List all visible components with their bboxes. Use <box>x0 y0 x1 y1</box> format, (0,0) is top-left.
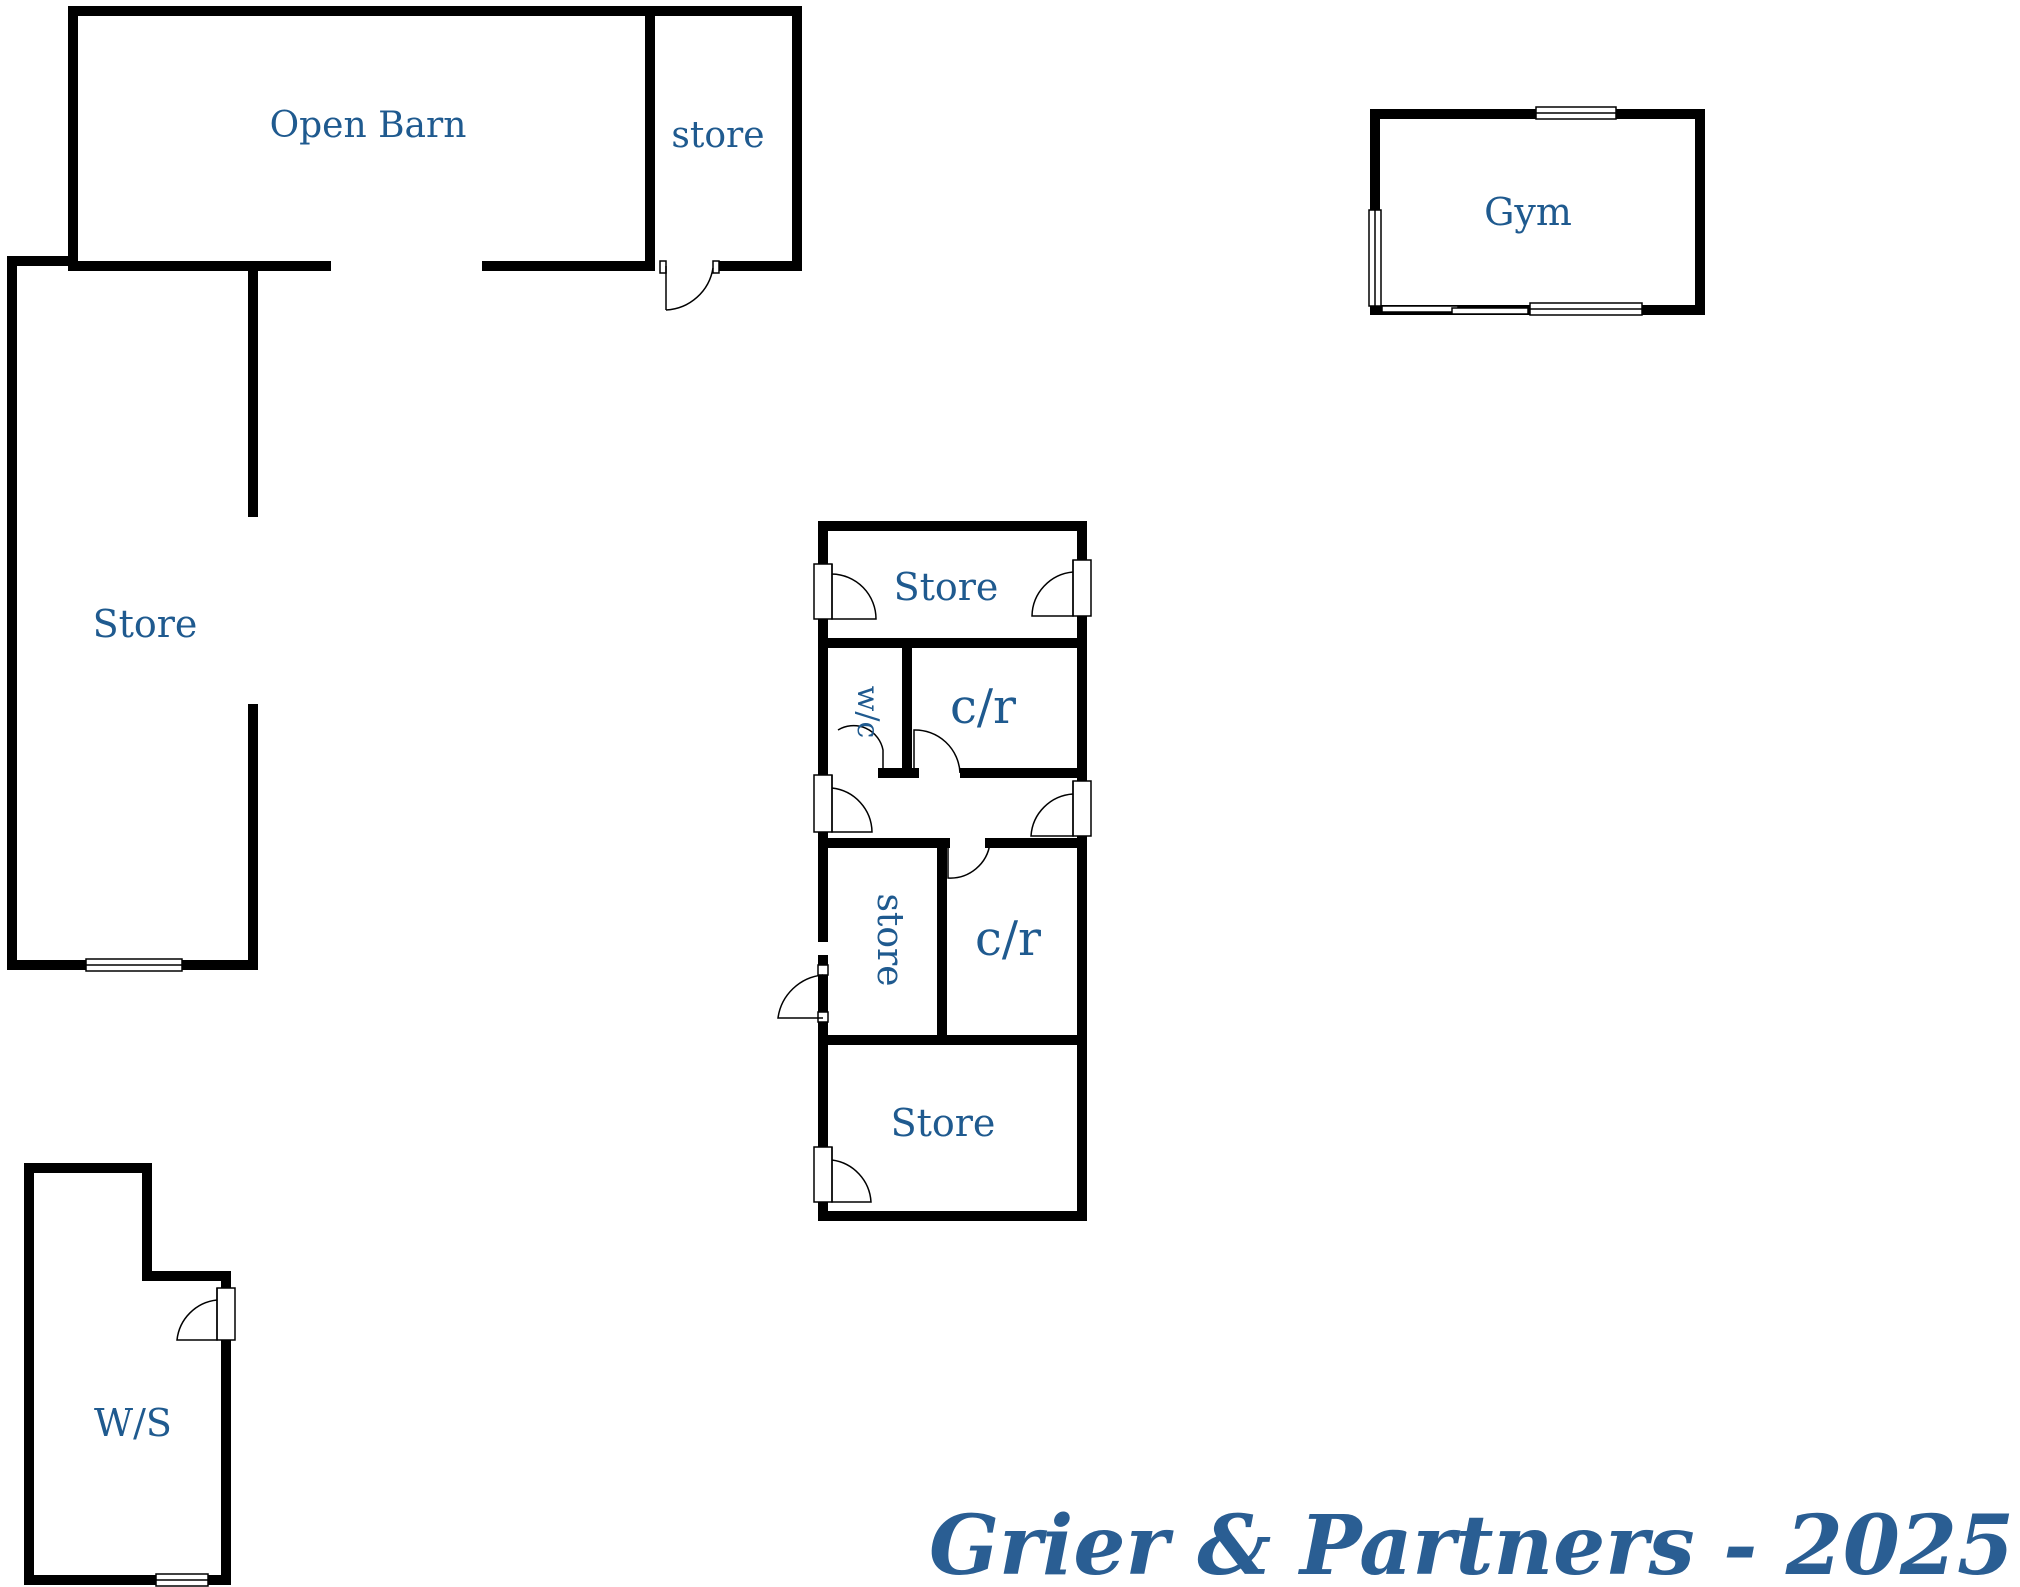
long-store-walls <box>7 256 258 970</box>
cr-upper-door[interactable] <box>913 729 961 774</box>
open-barn-walls <box>68 6 802 271</box>
block-store-vertical-label: store <box>869 893 910 986</box>
cr-lower-door[interactable] <box>947 842 991 879</box>
gym-sliding-door[interactable] <box>1381 305 1529 315</box>
central-block: Store w/c c/r store c/r Store <box>777 521 1092 1221</box>
wc-label: w/c <box>850 686 885 739</box>
block-store-bottom-label: Store <box>891 1101 996 1145</box>
barn-store-label: store <box>671 115 764 156</box>
gym-label: Gym <box>1484 190 1572 234</box>
workshop-door[interactable] <box>176 1287 236 1341</box>
long-store-window <box>85 958 183 972</box>
workshop-window <box>155 1573 209 1587</box>
open-barn-building: Open Barn store <box>68 6 802 311</box>
long-store-building: Store <box>7 256 325 972</box>
long-store-inner-wall <box>248 261 325 517</box>
workshop-building: W/S <box>24 1163 236 1587</box>
store-vertical-external-door[interactable] <box>777 964 829 1023</box>
store-bottom-door[interactable] <box>813 1146 872 1203</box>
corridor-right-door[interactable] <box>1030 780 1092 837</box>
barn-store-door[interactable] <box>659 260 720 311</box>
long-store-label: Store <box>93 602 198 646</box>
store-top-left-door[interactable] <box>813 563 877 620</box>
gym-building: Gym <box>1368 106 1705 316</box>
wc-door[interactable] <box>837 724 884 773</box>
gym-window-top <box>1535 106 1617 120</box>
open-barn-label: Open Barn <box>270 105 467 146</box>
workshop-label: W/S <box>94 1401 172 1445</box>
workshop-walls <box>24 1163 231 1585</box>
block-store-top-label: Store <box>894 565 999 609</box>
gym-window-bottom <box>1529 302 1643 316</box>
store-top-right-door[interactable] <box>1031 559 1092 617</box>
cr-upper-label: c/r <box>950 679 1016 735</box>
gym-window-left <box>1368 209 1382 307</box>
cr-lower-label: c/r <box>975 911 1041 967</box>
agency-watermark: Grier & Partners - 2025 <box>929 1498 2014 1587</box>
corridor-left-door[interactable] <box>813 774 873 833</box>
